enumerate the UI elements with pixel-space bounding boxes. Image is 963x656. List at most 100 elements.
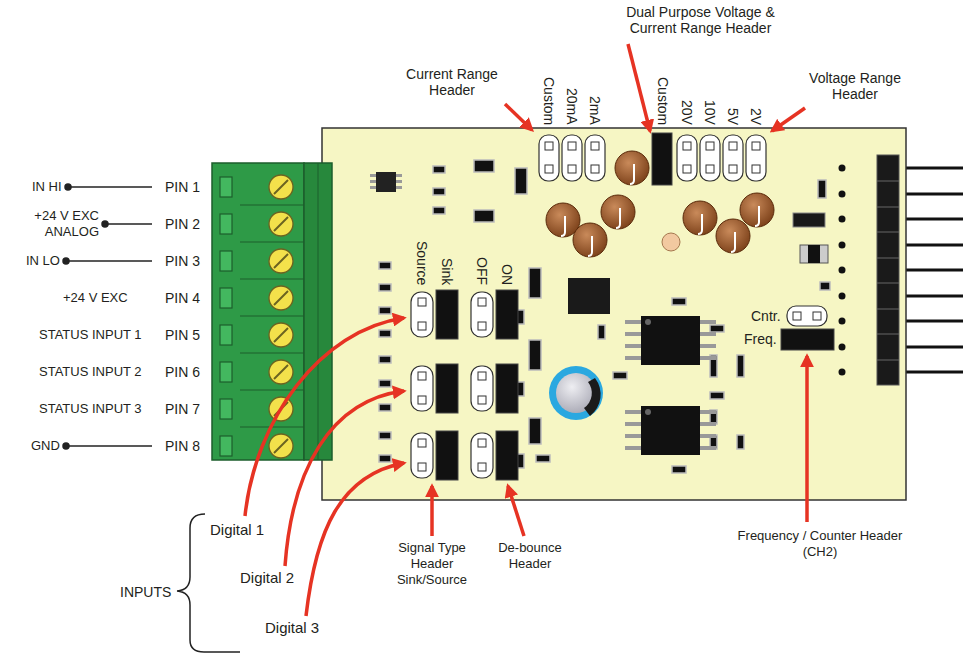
terminal-tab	[220, 214, 232, 234]
header-pin-pair	[411, 292, 433, 337]
ic-chips	[625, 316, 716, 455]
pin-label: PIN 1	[165, 179, 200, 195]
ic-body	[641, 316, 700, 365]
header-pin	[591, 142, 599, 150]
ic-pin	[625, 344, 641, 348]
jumper-option: OFF	[474, 257, 490, 285]
screw-slot	[274, 254, 288, 268]
capacitor	[740, 193, 774, 227]
capacitor-lead	[731, 232, 735, 252]
smd-part	[433, 166, 445, 173]
header-pin	[418, 372, 426, 380]
smd-part	[672, 466, 686, 473]
header-pin	[591, 165, 599, 173]
callout-arrow	[772, 108, 805, 131]
signal-wire	[66, 445, 152, 447]
smd-part	[433, 188, 445, 195]
smd-part	[379, 262, 391, 269]
jumper-option: 20mA	[564, 88, 580, 125]
header-pin-pair	[723, 135, 743, 181]
header-pin	[706, 165, 714, 173]
jumper-shunt	[496, 431, 518, 480]
header-pin-pair	[411, 366, 433, 411]
jumper-option: 10V	[702, 100, 718, 125]
pcb-board	[322, 128, 906, 500]
pin-label: PIN 5	[165, 327, 200, 343]
signal-name: +24 V EXC	[63, 290, 128, 306]
ic-pin	[625, 320, 641, 324]
pin-dot	[839, 344, 846, 351]
smd-part	[529, 340, 541, 370]
header-pin	[478, 463, 486, 471]
header-pin	[418, 439, 426, 447]
ic-pin	[625, 434, 641, 438]
smd-part	[474, 210, 494, 222]
capacitor	[683, 201, 717, 235]
callout-arrow	[245, 318, 404, 516]
smd-part	[433, 207, 445, 214]
pin-dot	[839, 191, 846, 198]
header-pin	[729, 165, 737, 173]
terminal-divider	[240, 316, 304, 317]
header-divider	[877, 258, 899, 259]
ic-pin	[625, 446, 641, 450]
header-callout: De-bounce Header	[490, 540, 570, 572]
terminal-tab	[220, 362, 232, 382]
smd-part	[613, 372, 627, 379]
smd-part	[800, 245, 828, 263]
header-pin-pair	[471, 433, 493, 478]
smd-part	[529, 418, 541, 444]
callout-arrow	[430, 486, 434, 536]
callout-arrow	[505, 104, 532, 130]
capacitor-lead	[755, 206, 759, 226]
header-divider	[877, 334, 899, 335]
pin-dot	[839, 369, 846, 376]
small-capacitor	[662, 233, 680, 251]
signal-name: IN LO	[26, 253, 60, 269]
screw-slot	[274, 291, 288, 305]
pin-dot	[839, 216, 846, 223]
smd-part	[820, 282, 830, 290]
ic-pin	[370, 174, 376, 177]
terminal-tab	[220, 251, 232, 271]
terminal-tab	[220, 177, 232, 197]
header-pin	[752, 165, 760, 173]
header-pin-pair	[471, 292, 493, 337]
small-ic	[370, 172, 402, 192]
ic-pin	[370, 180, 376, 183]
pin-header-block	[839, 155, 900, 385]
ic-pin	[625, 356, 641, 360]
header-pin	[478, 396, 486, 404]
wire-dot	[63, 258, 69, 264]
digital-headers	[411, 290, 518, 480]
ic-body	[641, 406, 700, 455]
header-divider	[877, 283, 899, 284]
smd-part	[379, 330, 391, 337]
header-pin	[545, 165, 553, 173]
smd-part	[536, 455, 550, 462]
header-pin	[418, 463, 426, 471]
header-pin	[706, 142, 714, 150]
header-pin	[793, 312, 801, 320]
capacitor-lead	[630, 164, 634, 184]
pin-dot	[839, 318, 846, 325]
header-pin	[478, 322, 486, 330]
pin-dot	[839, 242, 846, 249]
ic-mark	[645, 319, 651, 325]
smd-part	[379, 356, 391, 363]
smd-part	[710, 325, 724, 332]
terminal-divider	[240, 353, 304, 354]
callout-arrow	[628, 44, 650, 131]
header-pin	[568, 165, 576, 173]
callout-arrow	[508, 486, 524, 536]
wire-dot	[65, 184, 71, 190]
ic-pin	[396, 180, 402, 183]
header-callout: Signal Type Header Sink/Source	[390, 540, 474, 588]
screw-slot	[274, 217, 288, 231]
jumper-shunt	[781, 329, 834, 350]
jumper-option: Custom	[541, 77, 557, 125]
group-label: INPUTS	[120, 584, 171, 600]
header-pin-pair	[562, 135, 582, 181]
ic-mark	[645, 409, 651, 415]
